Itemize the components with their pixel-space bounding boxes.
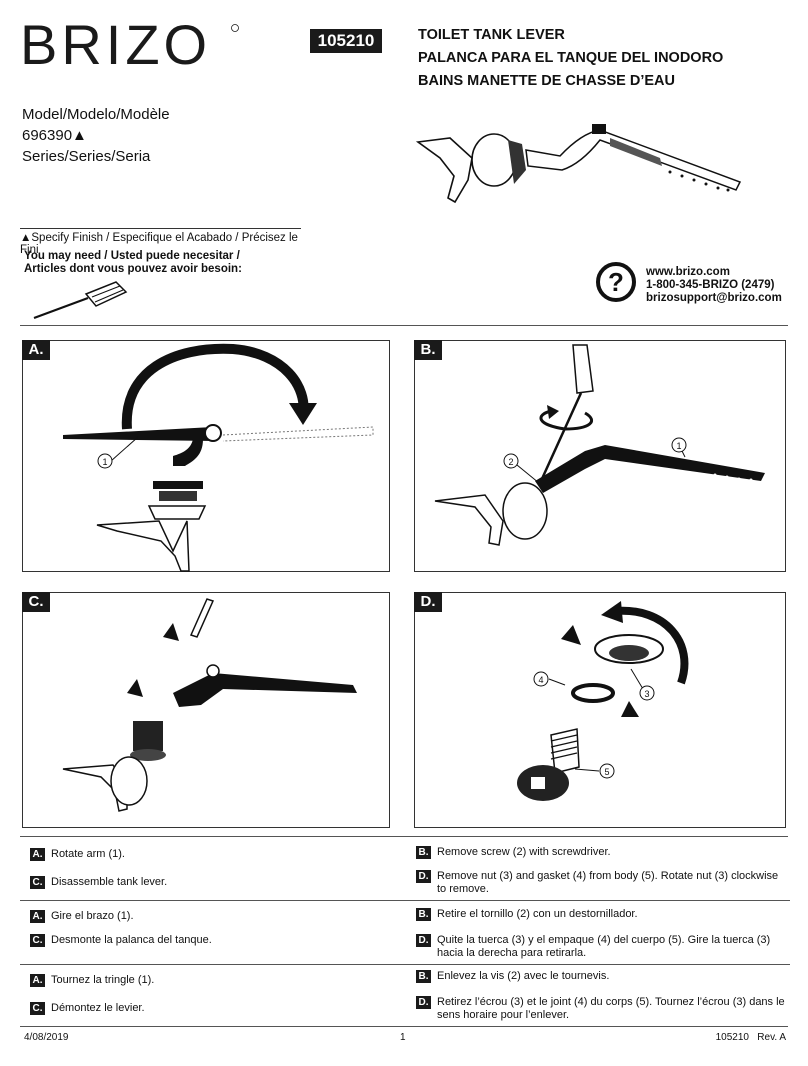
step-b-panel: B. 2 1	[414, 340, 786, 572]
footer-doc-rev: 105210 Rev. A	[715, 1032, 786, 1043]
document-number-badge: 105210	[310, 29, 382, 53]
callout-4: 4	[538, 675, 543, 685]
instruction-fr-c: C.Démontez le levier.	[30, 1002, 145, 1015]
divider	[20, 964, 790, 965]
product-titles: TOILET TANK LEVER PALANCA PARA EL TANQUE…	[418, 24, 723, 93]
instruction-es-b: B.Retire el tornillo (2) con un destorni…	[416, 908, 638, 921]
divider	[20, 1026, 788, 1027]
tools-needed: You may need / Usted puede necesitar / A…	[24, 250, 242, 275]
instruction-es-c: C.Desmonte la palanca del tanque.	[30, 934, 212, 947]
callout-3: 3	[644, 689, 649, 699]
divider	[20, 836, 788, 837]
contact-phone: 1-800-345-BRIZO (2479)	[646, 279, 775, 291]
model-info: Model/Modelo/Modèle 696390▲ Series/Serie…	[22, 104, 170, 167]
step-d-illustration: 4 3 5	[517, 601, 689, 801]
callout-5: 5	[604, 767, 609, 777]
instruction-fr-d: D.Retirez l’écrou (3) et le joint (4) du…	[416, 996, 785, 1022]
tank-lever-illustration	[415, 124, 742, 204]
callout-1: 1	[102, 457, 107, 467]
step-b-label: B.	[414, 340, 442, 360]
step-b-illustration: 2 1	[434, 344, 765, 546]
instruction-es-a: A.Gire el brazo (1).	[30, 910, 134, 923]
contact-info: www.brizo.com 1-800-345-BRIZO (2479) bri…	[646, 266, 782, 305]
question-mark-icon: ?	[596, 262, 636, 302]
instruction-en-a: A.Rotate arm (1).	[30, 848, 125, 861]
step-d-label: D.	[414, 592, 442, 612]
step-c-label: C.	[22, 592, 50, 612]
step-a-panel: A. 1	[22, 340, 390, 572]
title-en: TOILET TANK LEVER	[418, 27, 565, 43]
title-fr: BAINS MANETTE DE CHASSE D’EAU	[418, 73, 675, 89]
screwdriver-icon	[33, 281, 128, 320]
instruction-fr-b: B.Enlevez la vis (2) avec le tournevis.	[416, 970, 609, 983]
step-d-panel: D. 4 3 5	[414, 592, 786, 828]
divider	[20, 900, 790, 901]
divider	[20, 325, 788, 326]
svg-text:BRIZO: BRIZO	[20, 14, 211, 76]
instruction-fr-a: A.Tournez la tringle (1).	[30, 974, 154, 987]
svg-text:?: ?	[608, 267, 624, 297]
step-a-illustration: 1	[63, 343, 374, 572]
footer-date: 4/08/2019	[24, 1032, 69, 1043]
model-number: 696390▲	[22, 127, 87, 144]
brizo-logo: BRIZO	[20, 14, 239, 76]
instruction-es-d: D.Quite la tuerca (3) y el empaque (4) d…	[416, 934, 770, 960]
contact-web: www.brizo.com	[646, 266, 730, 278]
footer-page: 1	[400, 1032, 406, 1043]
callout-1: 1	[676, 441, 681, 451]
model-label: Model/Modelo/Modèle	[22, 106, 170, 123]
contact-email: brizosupport@brizo.com	[646, 292, 782, 304]
instruction-en-c: C.Disassemble tank lever.	[30, 876, 167, 889]
title-es: PALANCA PARA EL TANQUE DEL INODORO	[418, 50, 724, 66]
series-label: Series/Series/Seria	[22, 148, 151, 165]
instruction-en-b: B.Remove screw (2) with screwdriver.	[416, 846, 611, 859]
finish-note: ▲Specify Finish / Especifique el Acabado…	[20, 228, 301, 256]
step-a-label: A.	[22, 340, 50, 360]
step-c-panel: C.	[22, 592, 390, 828]
callout-2: 2	[508, 457, 513, 467]
step-c-illustration	[62, 598, 357, 812]
instruction-en-d: D.Remove nut (3) and gasket (4) from bod…	[416, 870, 778, 896]
